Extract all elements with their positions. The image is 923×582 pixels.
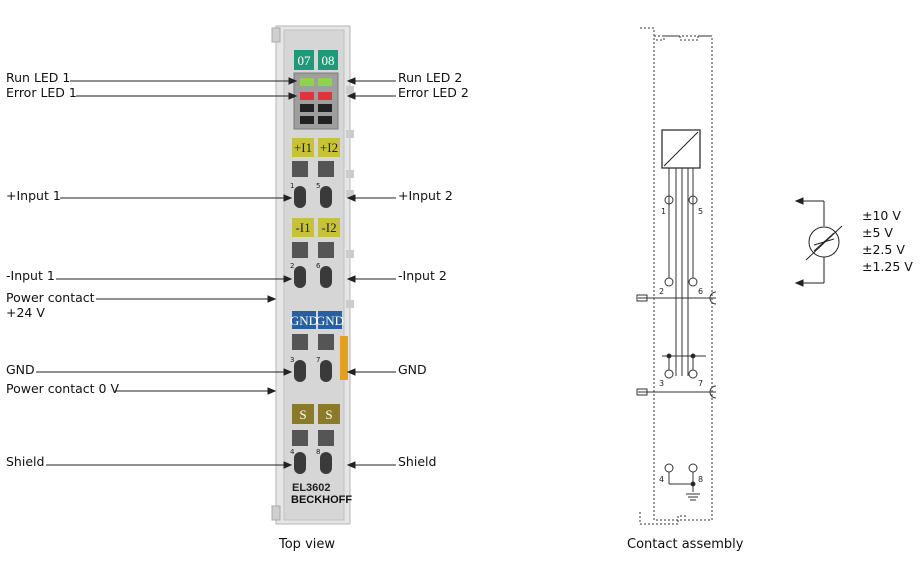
channel-tag-07 [294,50,314,70]
s-tag-1: S [299,407,306,422]
model-label: EL3602 [292,482,331,494]
power-contact-bar [340,336,348,380]
label-minus-input-1: -Input 1 [6,268,55,283]
error-led-1 [300,92,314,100]
spring-contact-5 [320,186,332,208]
label-shield-left: Shield [6,454,45,469]
range-5v: ±5 V [862,225,893,240]
svg-text:4: 4 [659,475,664,484]
label-power-contact-24-line2: +24 V [6,305,45,320]
s-tag-2: S [325,407,332,422]
svg-text:6: 6 [316,262,321,270]
label-run-led-1: Run LED 1 [6,70,71,85]
spring-contact-6 [320,266,332,288]
range-10v: ±10 V [862,208,901,223]
label-minus-input-2: -Input 2 [398,268,447,283]
svg-text:6: 6 [698,287,703,296]
measurement-meter-icon [794,197,843,287]
svg-text:1: 1 [661,207,666,216]
label-power-contact-24-line1: Power contact [6,290,95,305]
svg-text:8: 8 [316,448,320,456]
caption-contact-assembly: Contact assembly [627,537,744,552]
brand-label: BECKHOFF [291,494,352,506]
svg-text:7: 7 [698,379,703,388]
label-error-led-2: Error LED 2 [398,85,469,100]
label-error-led-1: Error LED 1 [6,85,77,100]
svg-text:5: 5 [698,207,703,216]
plus-i2-tag: +I2 [320,140,338,155]
label-power-contact-0: Power contact 0 V [6,381,119,396]
label-shield-right: Shield [398,454,437,469]
minus-i2-tag: -I2 [321,220,336,235]
range-1-25v: ±1.25 V [862,259,913,274]
caption-top-view: Top view [279,537,336,552]
ad-converter-box [661,129,701,169]
spring-contact-1 [294,186,306,208]
spring-contact-4 [294,452,306,474]
gnd-tag-2: GND [316,313,344,328]
channel-2-text: 08 [322,53,335,68]
svg-text:7: 7 [316,356,320,364]
svg-text:5: 5 [316,182,320,190]
svg-text:3: 3 [659,379,664,388]
label-plus-input-1: +Input 1 [6,188,61,203]
range-2-5v: ±2.5 V [862,242,905,257]
channel-tag-08 [318,50,338,70]
run-led-1 [300,78,314,86]
gnd-tag-1: GND [290,313,318,328]
spring-contact-7 [320,360,332,382]
plus-i1-tag: +I1 [294,140,312,155]
label-run-led-2: Run LED 2 [398,70,463,85]
channel-1-text: 07 [298,53,312,68]
error-led-2 [318,92,332,100]
run-led-2 [318,78,332,86]
spring-contact-3 [294,360,306,382]
label-gnd-left: GND [6,362,35,377]
contact-assembly-schematic [636,27,717,525]
minus-i1-tag: -I1 [295,220,310,235]
svg-text:3: 3 [290,356,294,364]
label-gnd-right: GND [398,362,427,377]
spring-contact-8 [320,452,332,474]
svg-text:4: 4 [290,448,295,456]
svg-text:2: 2 [659,287,664,296]
svg-text:2: 2 [290,262,294,270]
svg-text:8: 8 [698,475,703,484]
spring-contact-2 [294,266,306,288]
label-plus-input-2: +Input 2 [398,188,453,203]
svg-text:1: 1 [290,182,294,190]
